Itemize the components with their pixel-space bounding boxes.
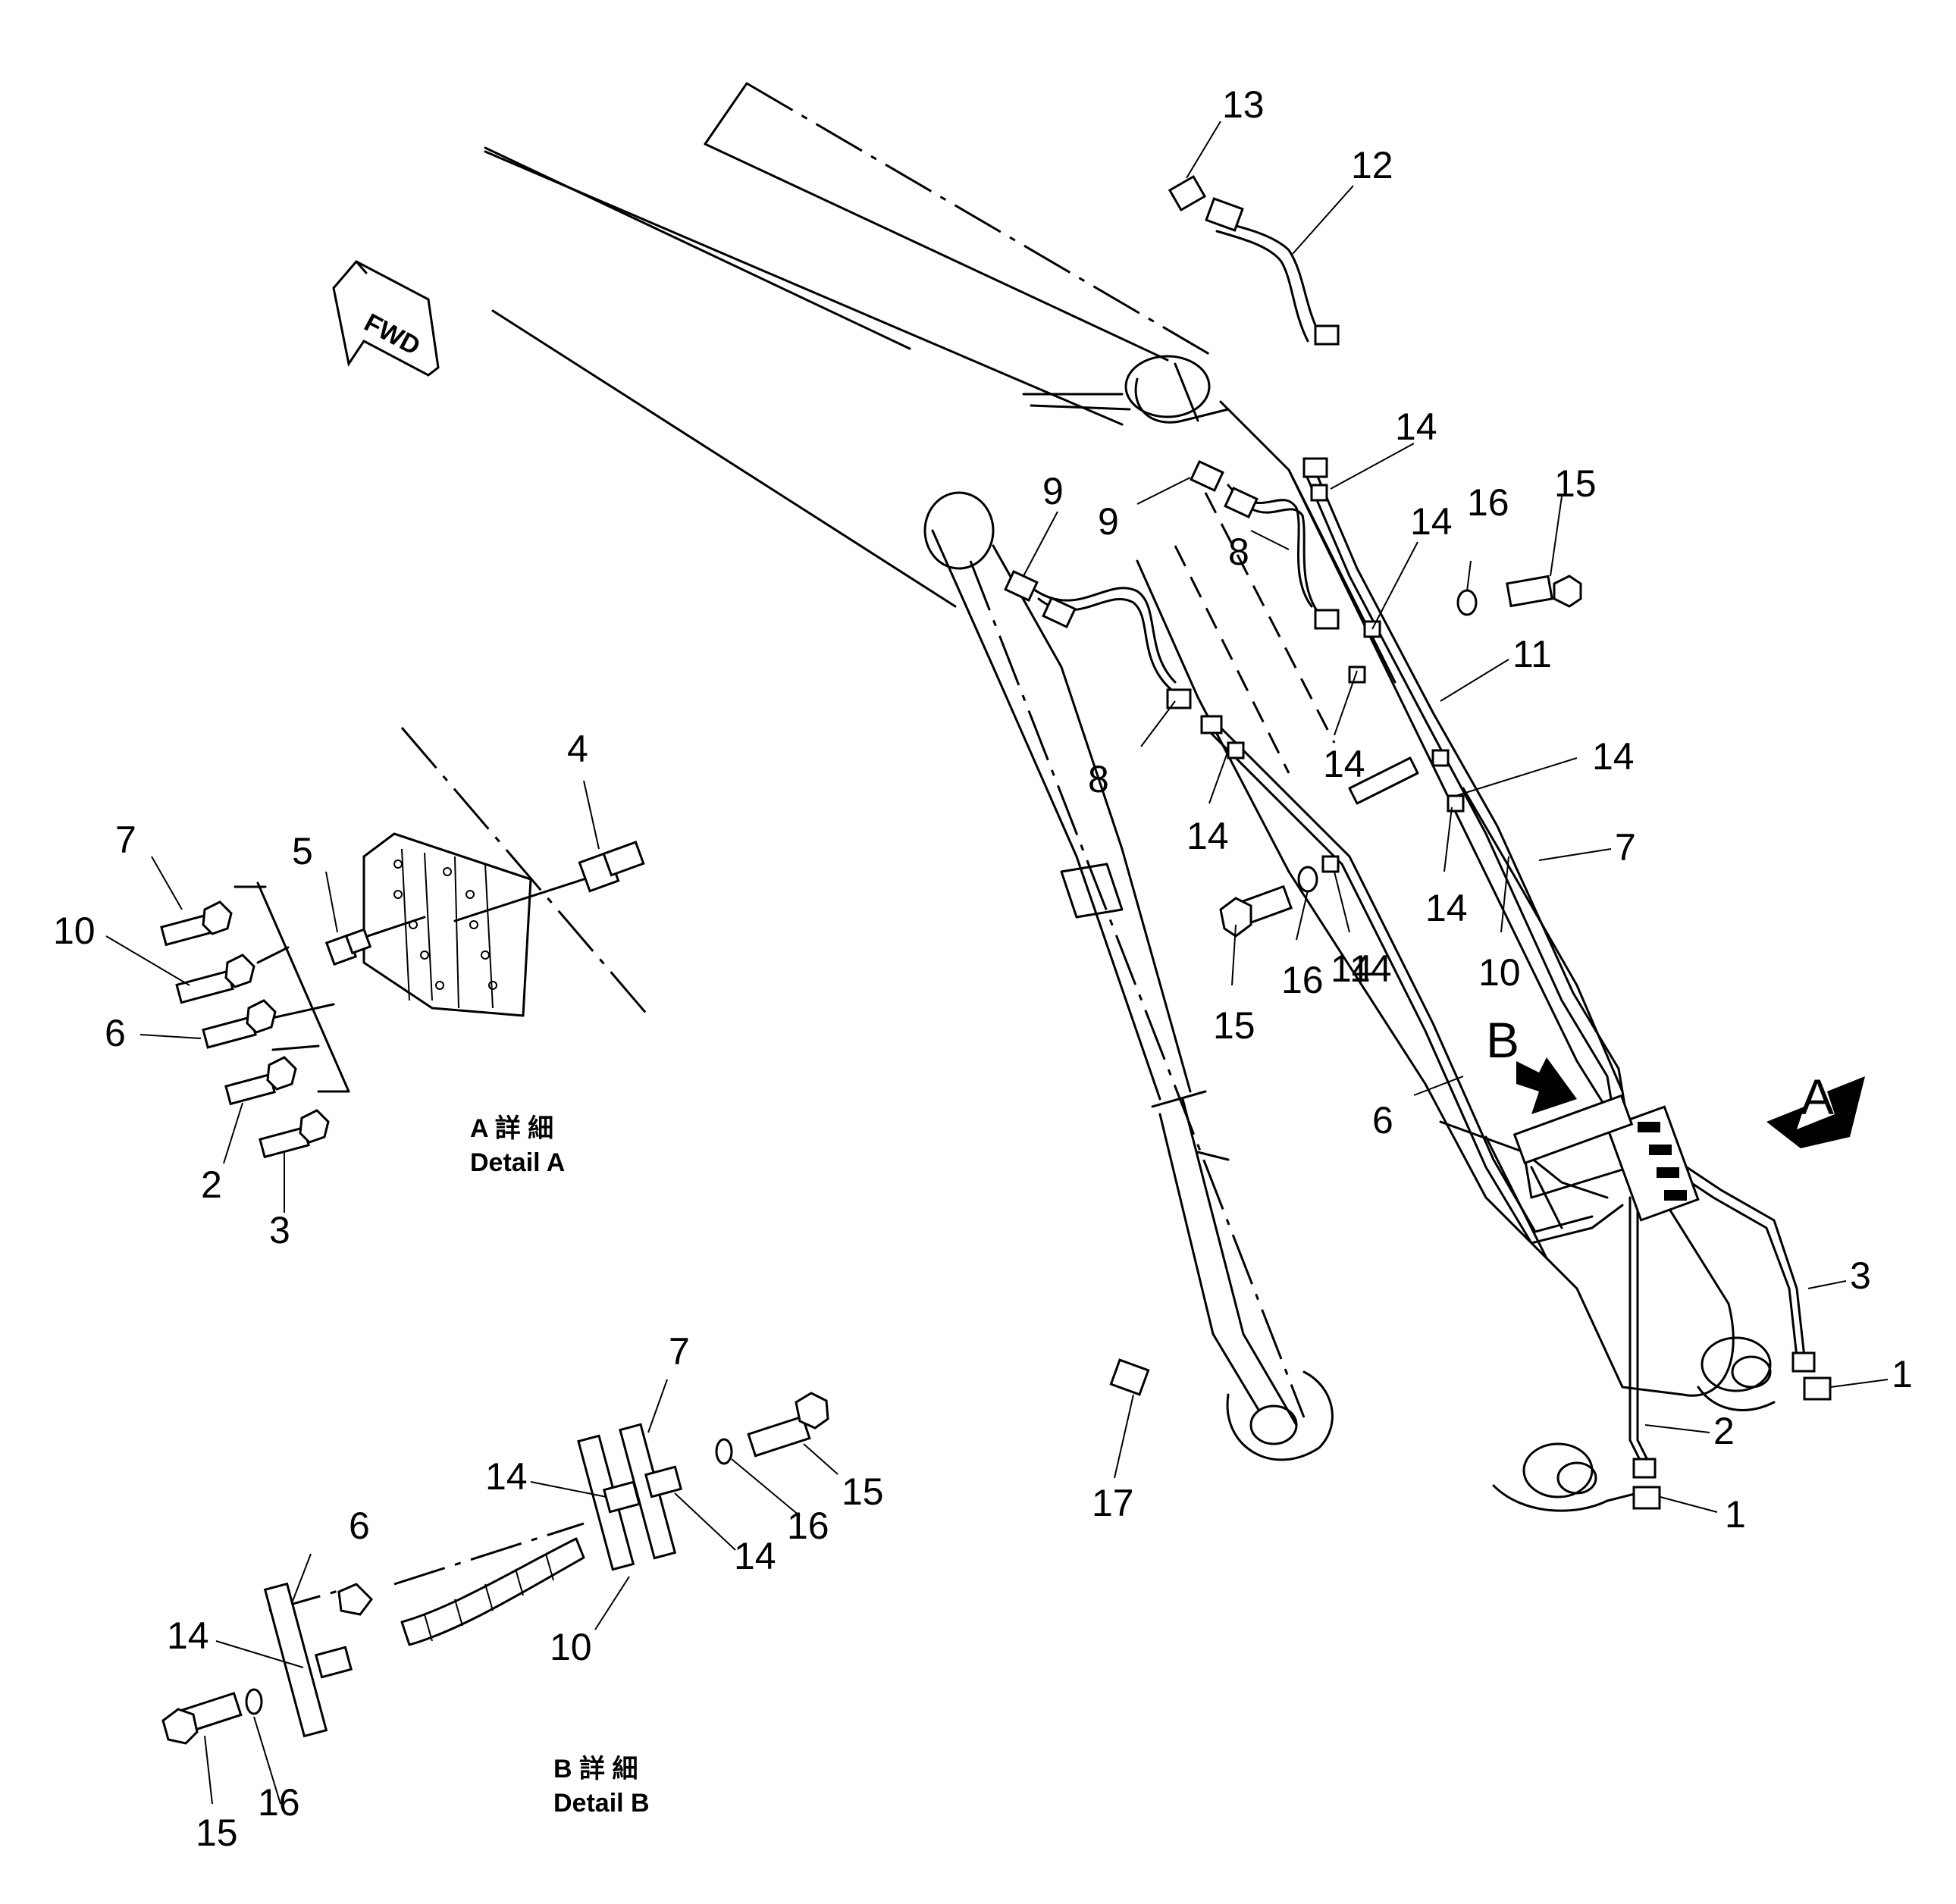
- callout-17: 17: [1092, 1482, 1134, 1524]
- bolt-7: [160, 900, 233, 947]
- callout-a-7: 7: [115, 819, 136, 861]
- callout-14b: 14: [1410, 500, 1453, 543]
- callout-1a: 1: [1892, 1353, 1913, 1395]
- callout-1b: 1: [1725, 1493, 1746, 1536]
- callout-a-6: 6: [105, 1012, 126, 1054]
- bolt-6: [202, 999, 277, 1049]
- fittings: [1004, 174, 1832, 1510]
- callout-b-15a: 15: [842, 1470, 884, 1513]
- valve-block-a: [1606, 1105, 1700, 1222]
- callout-7a: 7: [1615, 826, 1636, 869]
- callout-8b: 8: [1088, 758, 1109, 800]
- callout-b-14c: 14: [167, 1614, 209, 1657]
- callout-b-15b: 15: [196, 1812, 238, 1854]
- callout-9a: 9: [1042, 470, 1064, 512]
- detail-b: B 詳 細 Detail B: [161, 1379, 839, 1818]
- callout-3a: 3: [1850, 1254, 1871, 1297]
- view-arrow-a-icon: [1766, 1076, 1865, 1148]
- callout-2a: 2: [1713, 1410, 1735, 1452]
- callout-16a: 16: [1467, 481, 1509, 524]
- callout-labels-detail-a: 4 7 5 10 6 2 3: [53, 728, 588, 1251]
- callout-labels-main: 13 12 9 9 14 8 14 16 15 11 8 14 14 14 14…: [1042, 83, 1913, 1536]
- callout-a-5: 5: [292, 830, 313, 872]
- callout-6a: 6: [1372, 1099, 1393, 1141]
- boom-structure: [484, 82, 1776, 1512]
- bolt-3: [259, 1109, 330, 1159]
- callout-8a: 8: [1228, 531, 1249, 573]
- view-arrow-b-icon: [1516, 1057, 1577, 1114]
- callout-14e: 14: [1592, 735, 1635, 778]
- callout-a-3: 3: [269, 1209, 290, 1251]
- callout-11: 11: [1512, 633, 1552, 675]
- callout-14h: 14: [1349, 947, 1392, 990]
- callout-a-4: 4: [567, 728, 588, 770]
- fwd-arrow-icon: FWD: [332, 260, 440, 377]
- detail-a-title-en: Detail A: [470, 1148, 565, 1177]
- callout-b-14b: 14: [734, 1535, 776, 1577]
- callout-14c: 14: [1323, 743, 1365, 785]
- detail-b-marker: B: [1486, 1012, 1519, 1068]
- main-leaders: [1023, 121, 1889, 1513]
- detail-a-title-jp: A 詳 細: [470, 1114, 553, 1143]
- callout-14g: 14: [1331, 947, 1373, 990]
- boom-cylinder: [923, 491, 1334, 1461]
- detail-a: A 詳 細 Detail A: [105, 727, 650, 1213]
- callout-b-10: 10: [550, 1626, 592, 1668]
- callout-b-16a: 16: [787, 1505, 829, 1547]
- callout-14d: 14: [1186, 815, 1229, 857]
- callout-10a: 10: [1478, 951, 1521, 994]
- callout-15b: 15: [1213, 1004, 1255, 1047]
- callout-b-14a: 14: [485, 1455, 528, 1498]
- detail-b-title-en: Detail B: [553, 1789, 650, 1818]
- callout-16b: 16: [1281, 959, 1324, 1001]
- bolt-2: [224, 1056, 297, 1106]
- callout-b-16b: 16: [258, 1781, 300, 1824]
- callout-labels-detail-b: 7 14 15 16 14 6 10 14 15 16: [167, 1330, 884, 1854]
- callout-b-7: 7: [669, 1330, 690, 1373]
- callout-15a: 15: [1554, 462, 1597, 505]
- callout-13: 13: [1222, 83, 1265, 126]
- callout-a-10: 10: [53, 910, 96, 952]
- callout-a-2: 2: [201, 1163, 222, 1206]
- callout-b-6: 6: [349, 1505, 370, 1547]
- callout-14a: 14: [1395, 406, 1437, 448]
- callout-12: 12: [1351, 144, 1393, 186]
- callout-9b: 9: [1098, 500, 1119, 543]
- detail-a-marker: A: [1801, 1069, 1834, 1125]
- detail-b-title-jp: B 詳 細: [553, 1755, 638, 1783]
- bolt-10: [175, 954, 255, 1004]
- callout-14f: 14: [1425, 887, 1468, 929]
